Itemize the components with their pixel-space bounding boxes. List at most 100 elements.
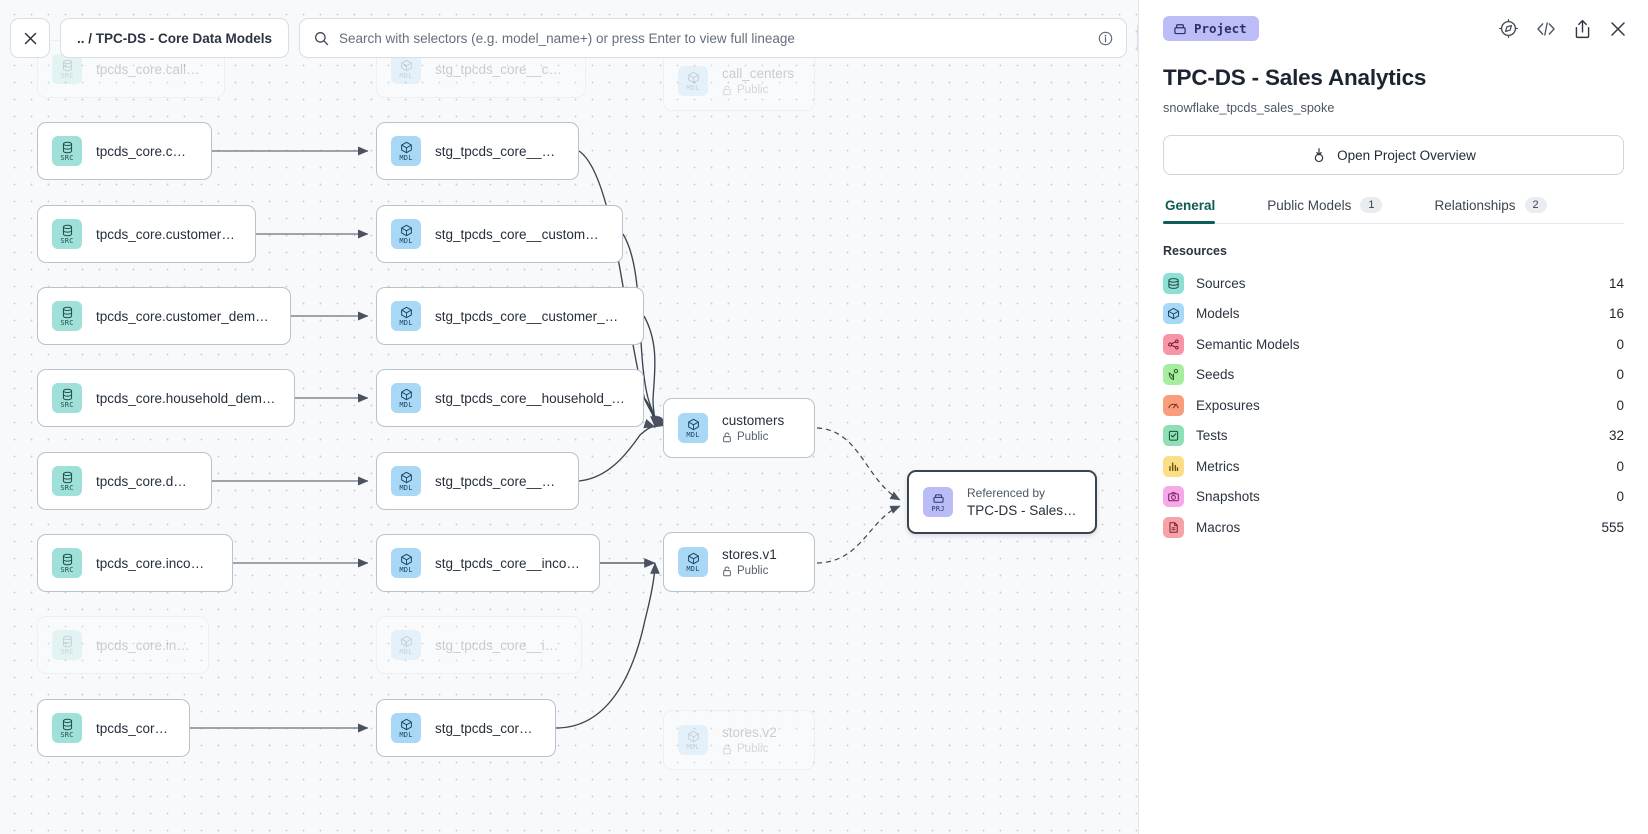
node-label: stg_tpcds_core__income_band (435, 555, 581, 571)
source-badge-icon: SRC (52, 630, 82, 660)
panel-header: Project (1139, 0, 1648, 41)
resources-heading: Resources (1163, 244, 1227, 258)
node-label: customers (722, 413, 785, 428)
database-icon (1163, 272, 1184, 294)
lineage-node-mdl_cust_demo[interactable]: MDLstg_tpcds_core__customer_demogra… (376, 287, 644, 345)
node-label: TPC-DS - Sales Analytics (967, 503, 1077, 518)
resource-count: 16 (1608, 306, 1624, 322)
lineage-canvas[interactable]: .. / TPC-DS - Core Data Models (0, 0, 1139, 834)
source-badge-icon: SRC (52, 54, 82, 84)
model-badge-icon: MDL (678, 547, 708, 577)
resource-row-semantic-models[interactable]: Semantic Models 0 (1163, 329, 1624, 360)
resource-row-macros[interactable]: Macros 555 (1163, 512, 1624, 543)
resource-count: 0 (1616, 336, 1624, 352)
search-icon (315, 31, 329, 45)
chart-icon (1163, 455, 1184, 477)
explore-icon[interactable] (1498, 18, 1519, 39)
lineage-node-mdl_hh_demo[interactable]: MDLstg_tpcds_core__household_demogr… (376, 369, 644, 427)
node-label: stores.v2 (722, 725, 777, 740)
node-label: stg_tpcds_core__call_center (435, 61, 567, 77)
share-icon[interactable] (1573, 19, 1592, 39)
node-kicker: Referenced by (967, 486, 1046, 500)
details-panel: Project (1139, 0, 1648, 834)
lineage-node-mdl_store[interactable]: MDL stg_tpcds_core__store (376, 699, 556, 757)
model-badge-icon: MDL (678, 413, 708, 443)
resource-count: 14 (1608, 275, 1624, 291)
lineage-toolbar: .. / TPC-DS - Core Data Models (10, 18, 1138, 58)
file-icon (1163, 516, 1184, 538)
code-icon[interactable] (1535, 20, 1557, 38)
node-label: stg_tpcds_core__customer_demogra… (435, 308, 625, 324)
download-icon (1314, 148, 1324, 163)
resource-count: 0 (1616, 367, 1624, 383)
search-bar[interactable] (299, 18, 1128, 58)
model-badge-icon: MDL (391, 630, 421, 660)
tab-general[interactable]: General (1163, 198, 1239, 224)
page-title: TPC-DS - Sales Analytics (1163, 65, 1427, 90)
model-badge-icon: MDL (391, 713, 421, 743)
lock-icon (723, 432, 731, 442)
camera-icon (1163, 486, 1184, 508)
lock-icon (723, 85, 731, 95)
resource-count: 0 (1616, 397, 1624, 413)
model-badge-icon: MDL (391, 136, 421, 166)
model-badge-icon: MDL (678, 725, 708, 755)
node-visibility: Public (722, 431, 784, 443)
tab-label: General (1165, 198, 1216, 213)
resource-label: Metrics (1196, 458, 1240, 474)
info-icon[interactable] (1098, 31, 1113, 46)
node-label: tpcds_core.call_center (96, 61, 206, 77)
search-input[interactable] (339, 30, 1089, 46)
source-badge-icon: SRC (52, 466, 82, 496)
tab-relationships[interactable]: Relationships 2 (1432, 197, 1570, 223)
source-badge-icon: SRC (52, 383, 82, 413)
resource-type-chip[interactable]: Project (1163, 16, 1259, 41)
node-label: tpcds_core.date_dim (96, 473, 193, 489)
node-label: stg_tpcds_core__store (435, 720, 537, 736)
node-label: stg_tpcds_core__customer (435, 143, 560, 159)
model-badge-icon: MDL (391, 54, 421, 84)
open-project-overview-button[interactable]: Open Project Overview (1163, 135, 1624, 175)
resource-count: 555 (1601, 519, 1624, 535)
resource-label: Tests (1196, 428, 1228, 444)
close-panel-icon[interactable] (1608, 19, 1628, 39)
resource-row-metrics[interactable]: Metrics 0 (1163, 451, 1624, 482)
source-badge-icon: SRC (52, 219, 82, 249)
lineage-node-mdl_customer[interactable]: MDL stg_tpcds_core__customer (376, 122, 579, 180)
resource-count: 0 (1616, 489, 1624, 505)
resource-label: Semantic Models (1196, 336, 1300, 352)
resource-label: Macros (1196, 519, 1241, 535)
resource-count: 0 (1616, 458, 1624, 474)
breadcrumb[interactable]: .. / TPC-DS - Core Data Models (60, 18, 290, 58)
lineage-node-src_date_dim[interactable]: SRC tpcds_core.date_dim (37, 452, 212, 510)
chip-label: Project (1194, 21, 1247, 36)
tab-label: Relationships (1434, 197, 1516, 213)
close-lineage-button[interactable] (10, 18, 50, 58)
panel-action-icons (1498, 18, 1628, 39)
tab-count: 2 (1524, 197, 1547, 213)
